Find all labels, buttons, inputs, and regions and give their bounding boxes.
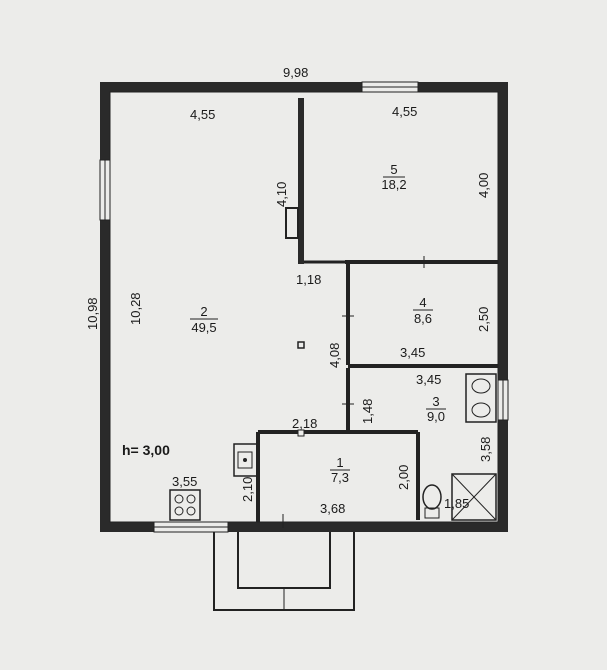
kitchen-sink-icon: [233, 443, 259, 477]
dim-room4-height: 2,50: [476, 307, 491, 332]
dim-room5-height: 4,00: [476, 173, 491, 198]
dim-entry-width: 2,18: [292, 416, 317, 431]
wall-room5-left: [298, 98, 304, 264]
wall-right: [498, 82, 508, 532]
double-sink-icon: [465, 373, 497, 423]
svg-text:49,5: 49,5: [191, 320, 216, 335]
wall-bottom-left: [100, 522, 154, 532]
dim-room4-width: 3,45: [400, 345, 425, 360]
windows: [99, 81, 509, 533]
svg-text:8,6: 8,6: [414, 311, 432, 326]
svg-text:2: 2: [200, 304, 207, 319]
toilet-icon: [422, 484, 442, 510]
dim-room1-height: 2,00: [396, 465, 411, 490]
dim-room3-height: 3,58: [478, 437, 493, 462]
dim-partition: 4,08: [327, 343, 342, 368]
svg-text:4: 4: [419, 295, 426, 310]
dim-room3-partition: 1,48: [360, 399, 375, 424]
column-icon: [297, 341, 305, 349]
svg-text:5: 5: [390, 162, 397, 177]
wall-top-right: [418, 82, 508, 92]
wall-left: [100, 82, 110, 532]
svg-text:3: 3: [432, 394, 439, 409]
wall-bottom-right: [228, 522, 508, 532]
room-3-label: 3 9,0: [426, 394, 446, 424]
svg-text:9,0: 9,0: [427, 409, 445, 424]
dim-overall-width: 9,98: [283, 65, 308, 80]
svg-text:1: 1: [336, 455, 343, 470]
stove-icon: [169, 489, 201, 521]
chimney: [285, 207, 299, 239]
porch: [213, 532, 355, 611]
dim-top-right: 4,55: [392, 104, 417, 119]
dim-room1-width: 3,68: [320, 501, 345, 516]
interior-walls: [256, 98, 498, 528]
dim-room3-width: 3,45: [416, 372, 441, 387]
dim-room2-height: 10,28: [128, 292, 143, 325]
fixtures: [169, 341, 497, 521]
dim-overall-depth: 10,98: [85, 297, 100, 330]
room-2-label: 2 49,5: [190, 304, 218, 335]
dim-opening: 1,18: [296, 272, 321, 287]
dim-top-left: 4,55: [190, 107, 215, 122]
svg-text:18,2: 18,2: [381, 177, 406, 192]
room-1-label: 1 7,3: [330, 455, 350, 485]
room-5-label: 5 18,2: [381, 162, 406, 192]
dimension-labels: 9,98 4,55 4,55 4,10 4,00 1,18 10,98 10,2…: [85, 65, 493, 516]
svg-text:7,3: 7,3: [331, 470, 349, 485]
room-4-label: 4 8,6: [413, 295, 433, 326]
exterior-walls: [100, 82, 508, 532]
dim-room5-vertical: 4,10: [274, 182, 289, 207]
dim-room1-left: 2,10: [240, 477, 255, 502]
dim-shower: 1,85: [444, 496, 469, 511]
dim-kitchen-width: 3,55: [172, 474, 197, 489]
ceiling-height: h= 3,00: [122, 442, 170, 458]
shower-icon: [451, 473, 497, 521]
wall-inner-outline: [109, 91, 499, 523]
room-labels: 5 18,2 2 49,5 4 8,6 3 9,0 1 7,3: [190, 162, 446, 485]
wall-top-left: [100, 82, 362, 92]
